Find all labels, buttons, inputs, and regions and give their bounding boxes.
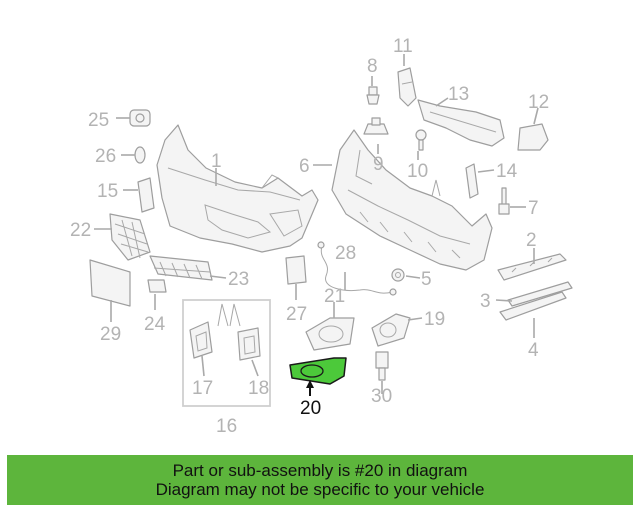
callout-4[interactable]: 4 bbox=[528, 340, 539, 361]
part-17-cover[interactable] bbox=[189, 321, 213, 359]
callout-12[interactable]: 12 bbox=[528, 92, 549, 113]
leader-lines bbox=[94, 54, 539, 396]
callout-27[interactable]: 27 bbox=[286, 304, 307, 325]
callout-21[interactable]: 21 bbox=[324, 286, 345, 307]
part-15-bracket[interactable] bbox=[137, 177, 155, 213]
banner-line-disclaimer: Diagram may not be specific to your vehi… bbox=[155, 480, 485, 499]
callout-6[interactable]: 6 bbox=[299, 156, 310, 177]
part-22-grille-left[interactable] bbox=[109, 213, 151, 261]
banner-line-part: Part or sub-assembly is #20 in diagram bbox=[172, 461, 468, 480]
part-10-bolt[interactable] bbox=[415, 129, 427, 151]
callout-23[interactable]: 23 bbox=[228, 269, 249, 290]
callout-5[interactable]: 5 bbox=[421, 269, 432, 290]
part-6-bumper-absorber[interactable] bbox=[331, 129, 493, 271]
part-24-bracket[interactable] bbox=[147, 279, 167, 293]
part-11-bracket[interactable] bbox=[397, 67, 417, 107]
callout-15[interactable]: 15 bbox=[97, 181, 118, 202]
part-29-plate-bracket[interactable] bbox=[89, 259, 131, 307]
callout-14[interactable]: 14 bbox=[496, 161, 518, 182]
callout-17[interactable]: 17 bbox=[192, 378, 213, 399]
part-18-cover[interactable] bbox=[237, 327, 261, 361]
part-28-wiring[interactable] bbox=[317, 241, 397, 296]
callout-10[interactable]: 10 bbox=[407, 161, 428, 182]
part-20-arrowhead bbox=[306, 380, 314, 388]
callout-18[interactable]: 18 bbox=[248, 378, 269, 399]
callout-25[interactable]: 25 bbox=[88, 110, 109, 131]
part-13-beam[interactable] bbox=[417, 99, 505, 147]
callout-29[interactable]: 29 bbox=[100, 324, 121, 345]
callout-3[interactable]: 3 bbox=[480, 291, 491, 312]
callout-11[interactable]: 11 bbox=[393, 36, 413, 57]
part-9-retainer[interactable] bbox=[363, 117, 389, 135]
part-4-strip[interactable] bbox=[499, 291, 567, 321]
part-20-fog-lamp-cover[interactable] bbox=[289, 357, 347, 385]
callout-9[interactable]: 9 bbox=[373, 154, 384, 175]
part-5-nut[interactable] bbox=[391, 268, 405, 282]
part-21-fog-bezel[interactable] bbox=[305, 317, 355, 351]
part-14-bracket[interactable] bbox=[465, 163, 479, 199]
part-7-bolt[interactable] bbox=[498, 187, 510, 215]
part-1-bumper-cover[interactable] bbox=[156, 124, 319, 253]
part-2-bracket-strip[interactable] bbox=[497, 253, 567, 281]
part-25-sensor[interactable] bbox=[129, 109, 151, 127]
part-23-grille-lower[interactable] bbox=[149, 255, 213, 281]
callout-13[interactable]: 13 bbox=[448, 84, 469, 105]
callout-7[interactable]: 7 bbox=[528, 198, 539, 219]
callout-24[interactable]: 24 bbox=[144, 314, 166, 335]
part-27-bracket[interactable] bbox=[285, 255, 307, 285]
parts-diagram: 1 2 3 4 5 6 7 8 9 10 11 12 13 14 15 16 1… bbox=[70, 36, 573, 437]
callout-16[interactable]: 16 bbox=[216, 416, 237, 437]
part-16-group[interactable] bbox=[182, 299, 271, 407]
callout-labels: 1 2 3 4 5 6 7 8 9 10 11 12 13 14 15 16 1… bbox=[70, 36, 549, 437]
callout-1[interactable]: 1 bbox=[211, 151, 222, 172]
callout-30[interactable]: 30 bbox=[371, 386, 392, 407]
part-30-bulb[interactable] bbox=[375, 351, 389, 381]
callout-19[interactable]: 19 bbox=[424, 309, 445, 330]
part-8-clip[interactable] bbox=[366, 86, 380, 105]
callout-20[interactable]: 20 bbox=[300, 398, 321, 419]
part-19-fog-lamp[interactable] bbox=[371, 313, 411, 347]
callout-2[interactable]: 2 bbox=[526, 230, 537, 251]
callout-26[interactable]: 26 bbox=[95, 146, 116, 167]
part-3-strip[interactable] bbox=[507, 281, 573, 307]
callout-8[interactable]: 8 bbox=[367, 56, 378, 77]
info-banner: Part or sub-assembly is #20 in diagram D… bbox=[7, 455, 633, 505]
callout-22[interactable]: 22 bbox=[70, 220, 91, 241]
part-12-bracket[interactable] bbox=[517, 123, 549, 151]
callout-28[interactable]: 28 bbox=[335, 243, 356, 264]
part-26-ring[interactable] bbox=[134, 146, 146, 164]
